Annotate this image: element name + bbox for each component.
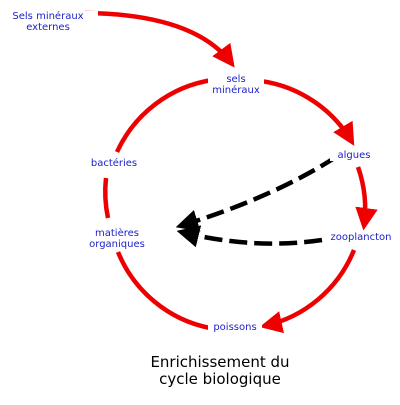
node-matieres-organiques: matières organiques [82, 228, 152, 250]
node-line: poissons [213, 322, 257, 333]
arrow-zooplancton-to-poissons [259, 249, 357, 334]
node-bacteries: bactéries [84, 158, 144, 169]
diagram-title: Enrichissement du cycle biologique [120, 354, 320, 388]
node-poissons: poissons [208, 322, 262, 333]
node-line: matières [95, 228, 139, 239]
arrow-algues-to-zooplancton [355, 166, 378, 231]
node-line: sels [226, 74, 246, 85]
arrow-poissons-to-matieres [115, 251, 211, 331]
arrow-matieres-to-bacteries [103, 177, 111, 219]
dashed-arrow-zooplancton-to-matieres [176, 225, 323, 248]
node-line: bactéries [90, 158, 138, 169]
node-line: minéraux [212, 85, 260, 96]
title-line: Enrichissement du [150, 353, 290, 371]
node-sels-mineraux: sels minéraux [208, 74, 264, 96]
node-line: organiques [89, 239, 145, 250]
arrow-external-to-sels [84, 10, 235, 68]
node-algues: algues [330, 150, 378, 161]
arrow-bacteries-to-sels [114, 77, 213, 153]
dashed-arrow-algues-to-matieres [175, 155, 338, 232]
arrow-sels-to-algues [249, 77, 355, 146]
node-sels-mineraux-externes: Sels minéraux externes [0, 11, 98, 33]
node-line: externes [26, 22, 70, 33]
node-line: Sels minéraux [12, 11, 84, 22]
title-line: cycle biologique [159, 370, 281, 388]
node-zooplancton: zooplancton [326, 232, 396, 243]
node-line: zooplancton [330, 232, 392, 243]
node-line: algues [337, 150, 371, 161]
